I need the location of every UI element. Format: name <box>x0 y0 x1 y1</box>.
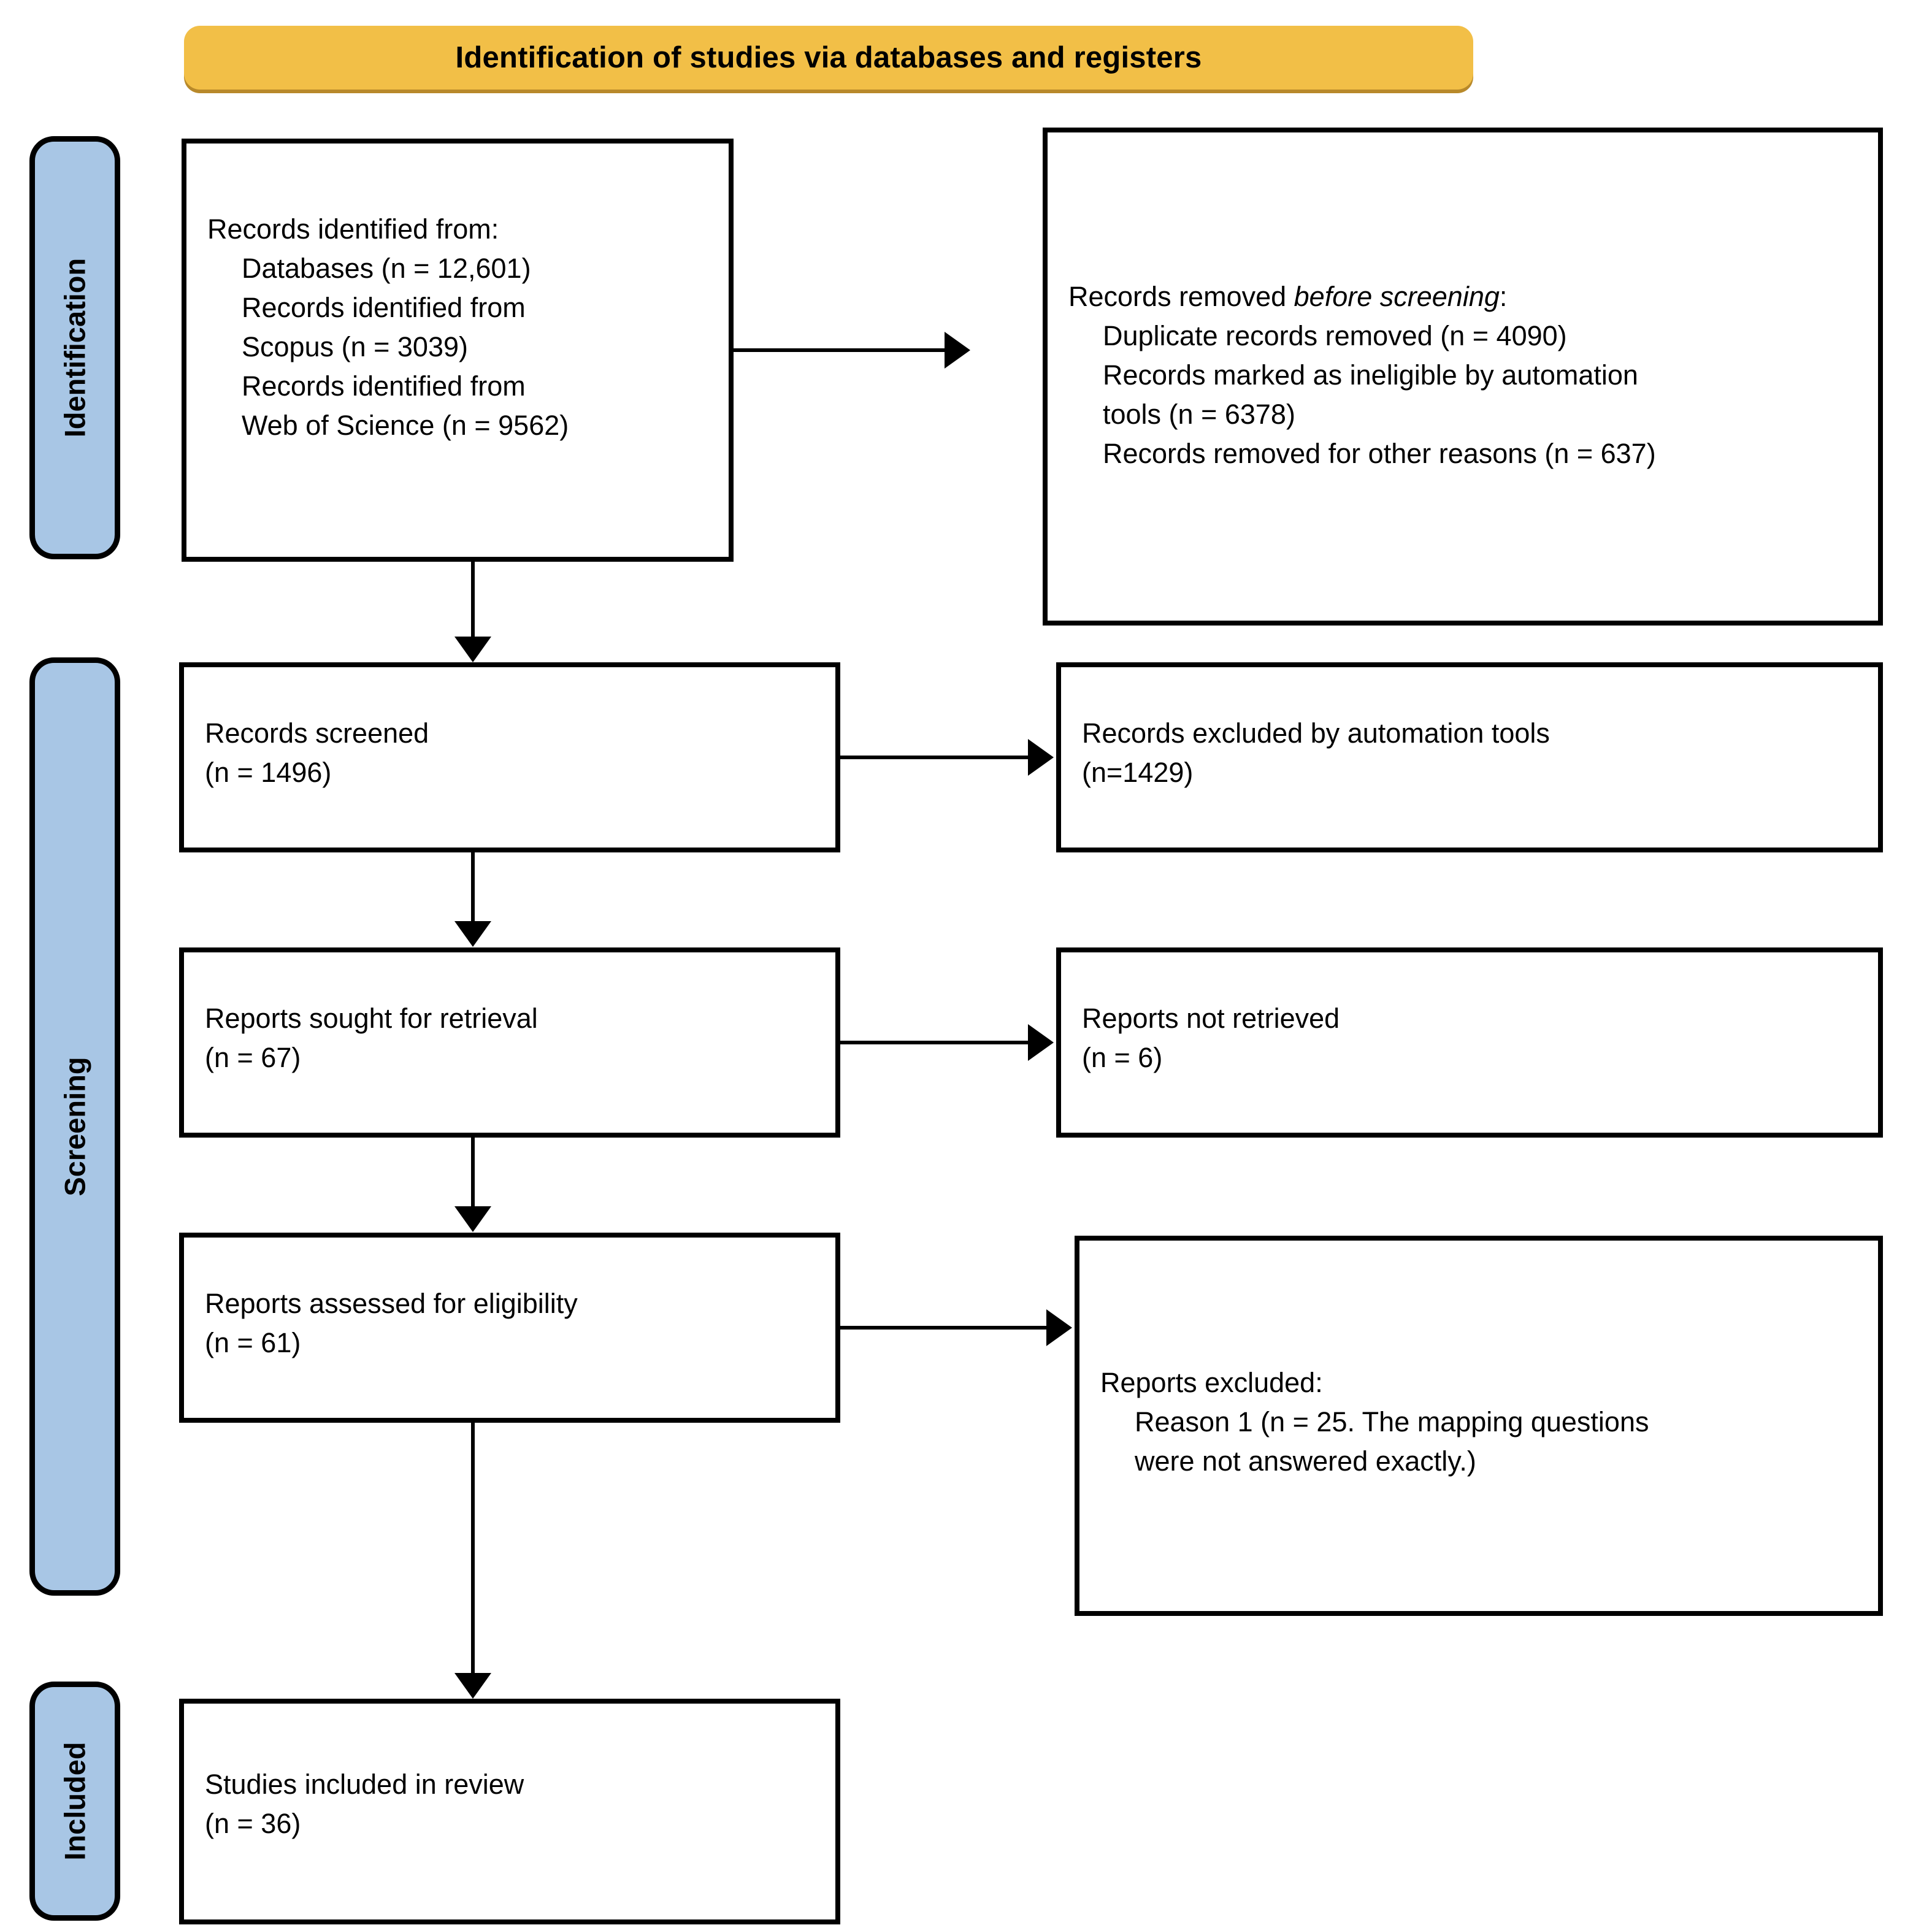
box-records-screened: Records screened (n = 1496) <box>179 662 840 852</box>
phase-bar-included: Included <box>29 1682 120 1921</box>
records-marked-ineligible-line2: tools (n = 6378) <box>1103 399 1295 430</box>
arrowhead-assessed-to-reports-excluded <box>1046 1309 1072 1346</box>
arrowhead-screened-to-excluded-automation <box>1028 739 1054 776</box>
diagram-title: Identification of studies via databases … <box>455 41 1202 74</box>
connector-identified-to-removed <box>734 348 948 352</box>
records-removed-heading-a: Records removed <box>1068 281 1294 312</box>
records-marked-ineligible-line1: Records marked as ineligible by automati… <box>1103 359 1638 391</box>
reports-excluded-reason1-line2: were not answered exactly.) <box>1135 1445 1476 1477</box>
phase-label-identification: Identification <box>58 258 91 438</box>
phase-label-screening: Screening <box>58 1057 91 1196</box>
arrowhead-assessed-to-included <box>454 1673 491 1699</box>
phase-label-included: Included <box>58 1742 91 1861</box>
connector-sought-to-assessed <box>471 1138 475 1207</box>
reports-assessed-label: Reports assessed for eligibility <box>205 1288 578 1319</box>
connector-assessed-to-reports-excluded <box>840 1326 1049 1330</box>
records-identified-heading: Records identified from: <box>207 213 499 245</box>
connector-screened-to-sought <box>471 852 475 922</box>
records-removed-heading-emphasis: before screening <box>1294 281 1500 312</box>
reports-excluded-heading: Reports excluded: <box>1100 1367 1323 1398</box>
duplicate-records-removed: Duplicate records removed (n = 4090) <box>1103 320 1567 351</box>
records-removed-heading: Records removed before screening: <box>1068 277 1857 316</box>
connector-screened-to-excluded-automation <box>840 756 1030 759</box>
reports-assessed-count: (n = 61) <box>205 1327 301 1358</box>
records-excluded-automation-count: (n=1429) <box>1082 757 1194 788</box>
box-records-excluded-automation: Records excluded by automation tools (n=… <box>1056 662 1883 852</box>
connector-sought-to-not-retrieved <box>840 1041 1030 1044</box>
reports-not-retrieved-count: (n = 6) <box>1082 1042 1163 1073</box>
box-reports-assessed-eligibility: Reports assessed for eligibility (n = 61… <box>179 1233 840 1423</box>
records-excluded-automation-label: Records excluded by automation tools <box>1082 718 1550 749</box>
box-reports-sought-retrieval: Reports sought for retrieval (n = 67) <box>179 947 840 1138</box>
box-studies-included-review: Studies included in review (n = 36) <box>179 1699 840 1924</box>
box-reports-excluded: Reports excluded: Reason 1 (n = 25. The … <box>1075 1236 1883 1616</box>
phase-bar-identification: Identification <box>29 136 120 559</box>
records-screened-label: Records screened <box>205 718 429 749</box>
box-records-removed-before-screening: Records removed before screening: Duplic… <box>1043 128 1883 626</box>
connector-identified-to-screened <box>471 562 475 638</box>
reports-not-retrieved-label: Reports not retrieved <box>1082 1003 1340 1034</box>
records-identified-scopus-count: Scopus (n = 3039) <box>242 331 468 362</box>
connector-assessed-to-included <box>471 1423 475 1674</box>
records-removed-other-reasons: Records removed for other reasons (n = 6… <box>1103 438 1656 469</box>
records-removed-heading-c: : <box>1499 281 1508 312</box>
arrowhead-sought-to-assessed <box>454 1206 491 1232</box>
reports-excluded-reason1-line1: Reason 1 (n = 25. The mapping questions <box>1135 1406 1649 1437</box>
reports-sought-count: (n = 67) <box>205 1042 301 1073</box>
arrowhead-sought-to-not-retrieved <box>1028 1024 1054 1061</box>
reports-sought-label: Reports sought for retrieval <box>205 1003 538 1034</box>
diagram-title-banner: Identification of studies via databases … <box>184 26 1473 90</box>
box-reports-not-retrieved: Reports not retrieved (n = 6) <box>1056 947 1883 1138</box>
records-identified-wos-count: Web of Science (n = 9562) <box>242 410 569 441</box>
records-identified-wos-label: Records identified from <box>242 370 526 402</box>
box-records-identified: Records identified from: Databases (n = … <box>182 139 734 562</box>
arrowhead-screened-to-sought <box>454 921 491 947</box>
records-screened-count: (n = 1496) <box>205 757 332 788</box>
studies-included-label: Studies included in review <box>205 1769 524 1800</box>
arrowhead-identified-to-screened <box>454 637 491 662</box>
records-identified-databases: Databases (n = 12,601) <box>242 253 531 284</box>
studies-included-count: (n = 36) <box>205 1808 301 1839</box>
records-identified-scopus-label: Records identified from <box>242 292 526 323</box>
phase-bar-screening: Screening <box>29 657 120 1596</box>
arrowhead-identified-to-removed <box>945 332 970 369</box>
